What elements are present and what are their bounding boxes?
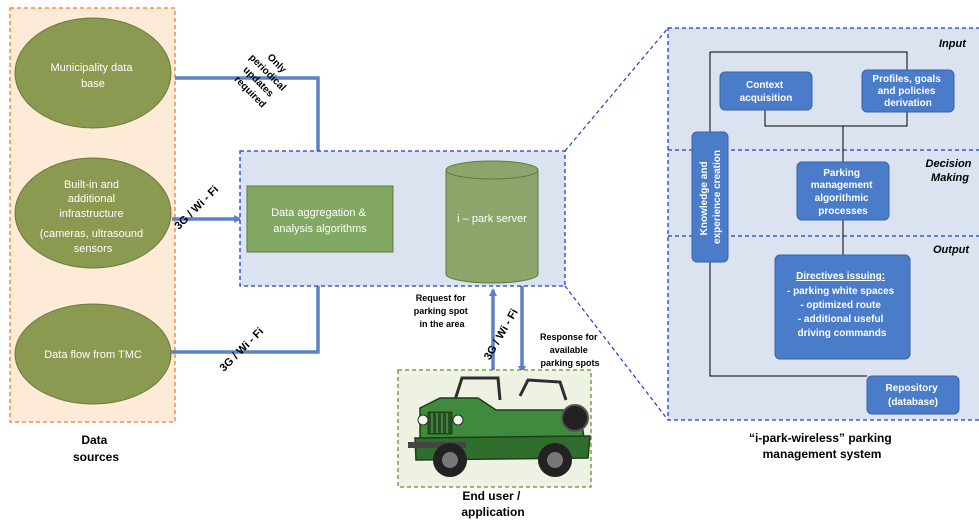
server-label: i – park server (457, 213, 527, 225)
zoom-line-bottom (564, 285, 669, 421)
profiles-box: Profiles, goals and policies derivation (861, 69, 955, 113)
parking-management-box: Parking management algorithmic processes (796, 161, 890, 221)
infrastructure-line-3: infrastructure (59, 208, 123, 220)
tmc-link-label: 3G / Wi - Fi (218, 326, 267, 375)
svg-text:Municipality data base: Municipality data base (51, 62, 136, 90)
server-cylinder: i – park server (445, 160, 539, 284)
layer-output-label: Output (933, 244, 970, 256)
context-acquisition-box: Context acquisition (719, 71, 813, 111)
jeep-illustration (408, 376, 591, 477)
svg-text:Repository (database): Repository (database) (885, 383, 940, 408)
municipality-arrow (175, 76, 322, 180)
infra-link-label: 3G / Wi - Fi (173, 184, 222, 233)
svg-text:Data flow from TMC: Data flow from TMC (44, 349, 142, 361)
tmc-arrow (171, 256, 322, 354)
system-title: “i-park-wireless” parking management sys… (749, 431, 895, 461)
svg-text:Context acquisition: Context acquisition (740, 80, 793, 104)
aggregation-line-1: Data aggregation & (271, 207, 366, 219)
directives-title: Directives issuing: (796, 271, 885, 282)
infrastructure-line-2: additional (68, 193, 115, 205)
infrastructure-line-5: sensors (74, 243, 113, 255)
municipality-line-2: base (81, 78, 105, 90)
svg-text:Knowledge and experience: Knowledge and experience creation (699, 150, 723, 244)
layer-input-label: Input (939, 38, 967, 50)
repository-box: Repository (database) (866, 375, 960, 415)
svg-text:Directives issuing: - pa: Directives issuing: - parking white spac… (787, 271, 897, 339)
svg-text:Parking management: Parking management algorithmic processes (811, 168, 875, 217)
infrastructure-line-1: Built-in and (64, 179, 119, 191)
user-link-label: 3G / Wi - Fi (482, 307, 521, 362)
municipality-line-1: Municipality data (51, 62, 134, 74)
zoom-line-top (564, 27, 669, 152)
svg-text:Profiles, goals and poli: Profiles, goals and policies derivation (872, 74, 943, 109)
aggregation-line-2: analysis algorithms (273, 223, 367, 235)
end-user-caption: End user / application (461, 489, 524, 519)
knowledge-box: Knowledge and experience creation (691, 131, 729, 263)
data-sources-heading: Data sources (73, 433, 119, 464)
svg-text:Built-in and additional: Built-in and additional infrastructure (… (40, 179, 146, 255)
municipality-node: Municipality data base (14, 17, 172, 129)
tmc-node: Data flow from TMC (14, 303, 172, 405)
aggregation-box: Data aggregation & analysis algorithms (246, 185, 394, 253)
infrastructure-line-4: (cameras, ultrasound (40, 228, 143, 240)
infrastructure-node: Built-in and additional infrastructure (… (14, 157, 172, 269)
response-note: Response for available parking spots (540, 332, 600, 368)
directives-box: Directives issuing: - parking white spac… (774, 254, 911, 360)
tmc-line-1: Data flow from TMC (44, 349, 142, 361)
svg-text:Data aggregation & analy: Data aggregation & analysis algorithms (271, 207, 369, 235)
request-note: Request for parking spot in the area (414, 293, 471, 329)
layer-decision-label: Decision Making (926, 158, 975, 184)
